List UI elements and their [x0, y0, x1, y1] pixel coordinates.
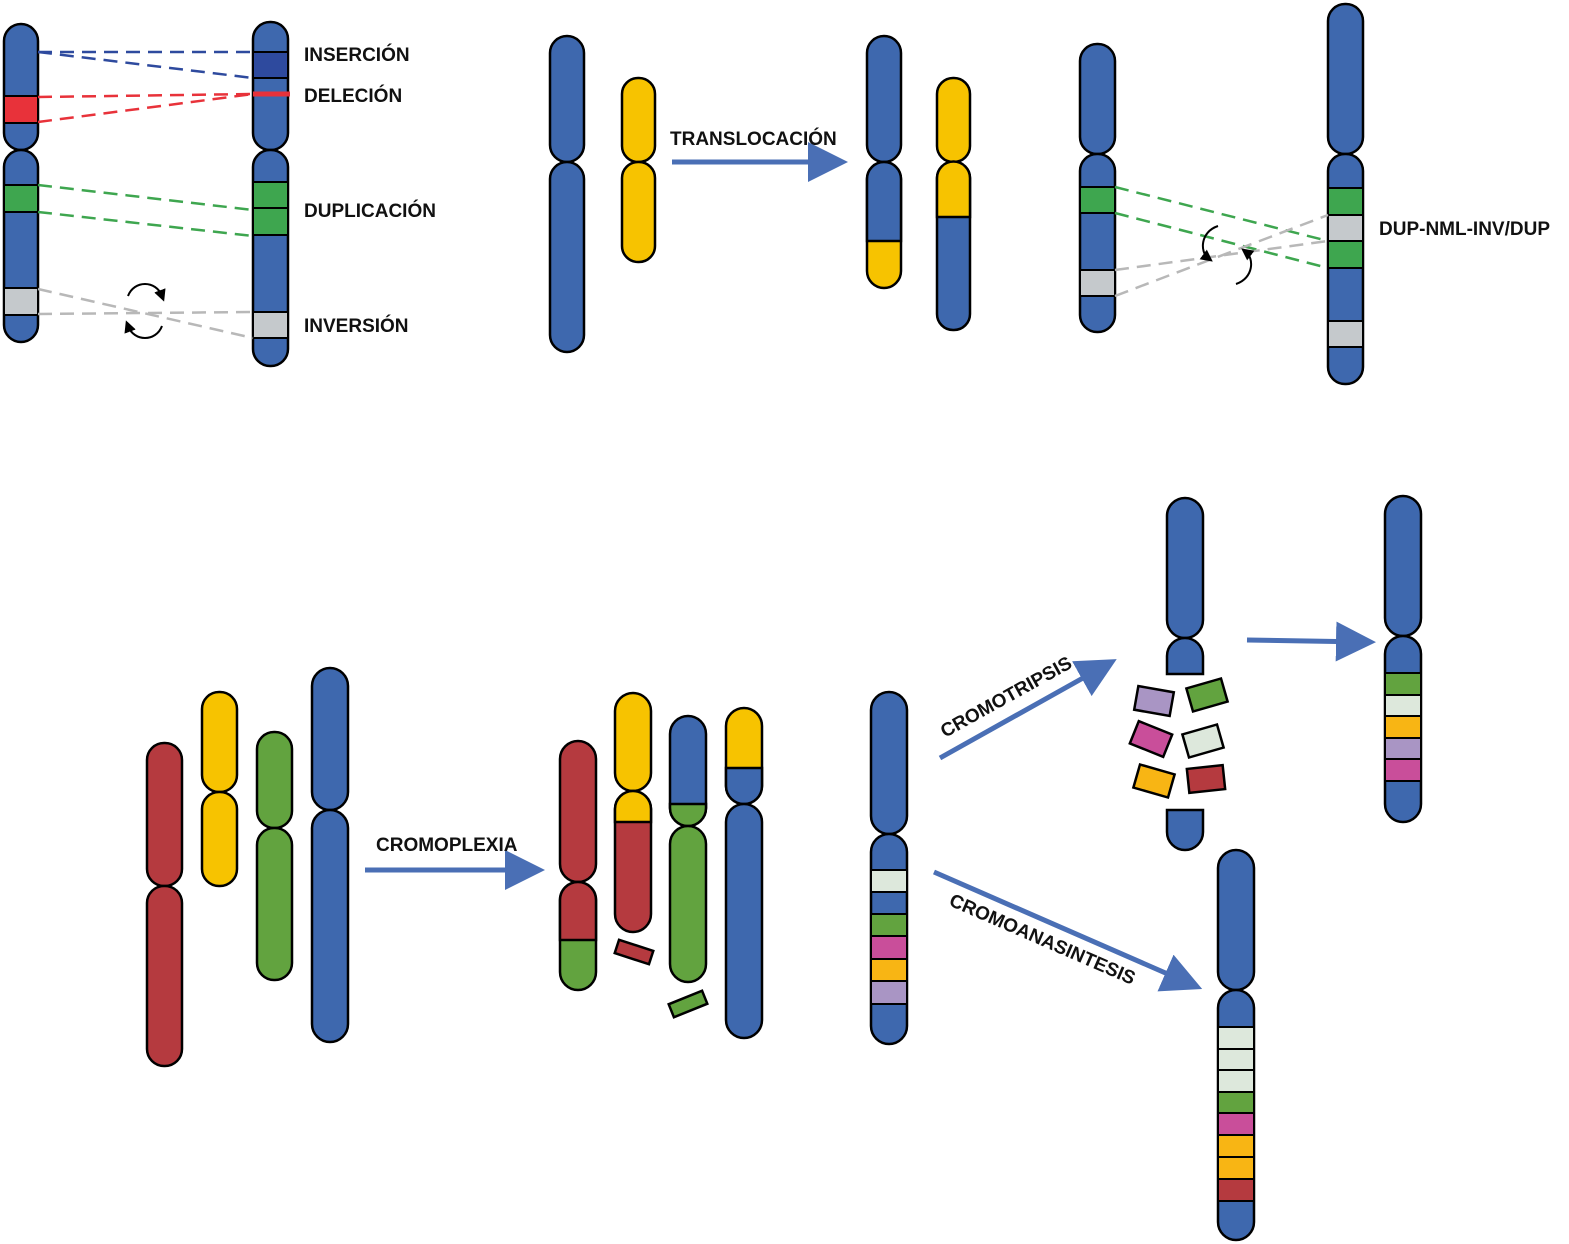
deleted-segment — [3, 95, 39, 124]
shattered-chromosome — [1128, 496, 1230, 852]
label-insertion: INSERCIÓN — [304, 44, 410, 66]
source-chromosome — [2, 22, 40, 344]
duplicated-segment — [3, 184, 39, 213]
simple-sv-panel: INSERCIÓN DELECIÓN DUPLICACIÓN INVERSIÓN — [2, 20, 436, 368]
chromoplexy-panel: CROMOPLEXIA — [145, 666, 764, 1068]
original-chromosome — [869, 690, 909, 1046]
insertion-connectors — [37, 50, 254, 80]
inversion-rotation-icon — [124, 283, 166, 339]
fragment-magenta — [1128, 719, 1174, 759]
yellow-chromosome-before-2 — [200, 690, 239, 888]
red-chromosome-before — [145, 741, 184, 1068]
deletion-connectors — [37, 92, 254, 124]
complex-inv-connectors — [1114, 213, 1329, 298]
chromothripsis-panel: CROMOTRIPSIS CROMOANASINTESIS — [869, 494, 1423, 1242]
fragment-orange — [1131, 762, 1177, 800]
fragment-pale — [1180, 722, 1226, 760]
green-derivative — [668, 714, 708, 984]
yellow-chromosome-before — [620, 76, 657, 264]
blue-chromosome-before-2 — [310, 666, 350, 1044]
chromoanasynthesis-arrow — [933, 869, 1203, 992]
label-translocation: TRANSLOCACIÓN — [670, 128, 837, 150]
inserted-segment — [252, 51, 289, 79]
green-chromosome-before — [255, 730, 294, 982]
fragment-lavender — [1132, 684, 1176, 718]
label-deletion: DELECIÓN — [304, 85, 402, 107]
label-dup-nml-inv-dup: DUP-NML-INV/DUP — [1379, 219, 1550, 240]
duplication-connectors — [37, 183, 254, 238]
yellow-derivative — [613, 691, 653, 934]
rejoining-arrow — [1246, 621, 1376, 662]
label-inversion: INVERSIÓN — [304, 315, 409, 337]
derivative-yellow-chromosome — [935, 76, 972, 332]
label-chromoplexy: CROMOPLEXIA — [376, 835, 518, 856]
blue-chromosome-before — [548, 34, 586, 354]
inverted-segment — [3, 287, 39, 316]
blue-derivative — [724, 706, 764, 1040]
label-duplication: DUPLICACIÓN — [304, 200, 436, 222]
complex-dup-connectors — [1114, 185, 1329, 270]
label-chromothripsis: CROMOTRIPSIS — [937, 653, 1076, 743]
derived-chromosome — [251, 20, 290, 368]
chromothripsis-arrow — [938, 659, 1117, 761]
fragment-red — [1185, 763, 1227, 795]
inversion-connectors — [37, 287, 254, 340]
chromoanasynthesis-result — [1216, 848, 1256, 1242]
red-fragment — [613, 938, 655, 966]
derived-chromosome-complex — [1326, 2, 1365, 386]
source-chromosome-complex — [1078, 42, 1117, 334]
red-derivative — [558, 739, 598, 992]
fragment-green — [1184, 676, 1230, 714]
translocation-panel: TRANSLOCACIÓN — [548, 34, 972, 354]
derivative-blue-chromosome — [865, 34, 903, 290]
dup-nml-inv-dup-panel: DUP-NML-INV/DUP — [1078, 2, 1550, 386]
green-fragment — [667, 989, 709, 1019]
label-chromoanasynthesis: CROMOANASINTESIS — [946, 890, 1138, 989]
complex-rotation-icon — [1199, 225, 1255, 285]
chromothripsis-result — [1383, 494, 1423, 824]
